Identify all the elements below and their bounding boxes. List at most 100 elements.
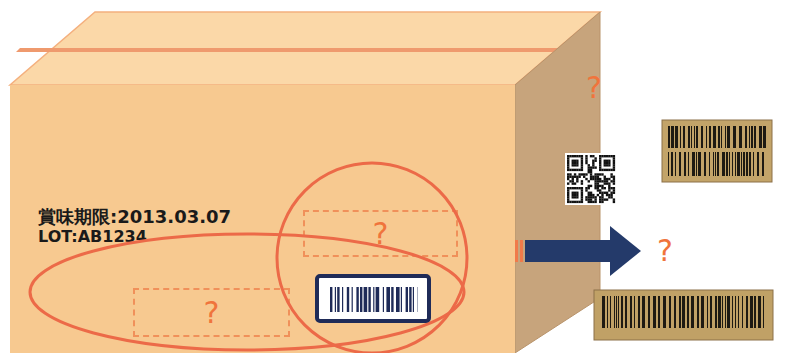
barcode-bar <box>409 287 411 312</box>
qr-module <box>585 187 587 189</box>
barcode-bar <box>687 296 689 328</box>
qr-module <box>576 192 578 194</box>
qr-module <box>606 192 608 194</box>
barcode-bar <box>718 296 721 328</box>
barcode-bar <box>749 126 750 148</box>
qr-module <box>590 171 592 173</box>
product-info: LOT:AB1234 <box>38 227 147 246</box>
barcode-bar <box>668 152 669 176</box>
qr-module <box>608 160 610 162</box>
qr-module <box>588 185 590 187</box>
qr-module <box>604 155 606 157</box>
qr-module <box>608 164 610 166</box>
barcode-bar <box>618 296 619 328</box>
barcode-bar <box>750 296 753 328</box>
barcode-bar <box>688 126 690 148</box>
qr-module <box>592 166 594 168</box>
qr-module <box>599 166 601 168</box>
qr-module <box>601 201 603 203</box>
qr-module <box>576 178 578 180</box>
qr-module <box>576 155 578 157</box>
qr-module <box>599 196 601 198</box>
qr-module <box>594 173 596 175</box>
barcode-bar <box>683 126 685 148</box>
barcode-image <box>594 290 773 340</box>
barcode-bar <box>757 152 759 176</box>
qr-module <box>567 189 569 191</box>
qr-module <box>601 187 603 189</box>
qr-module <box>610 155 612 157</box>
qr-module <box>613 176 615 178</box>
qr-module <box>567 169 569 171</box>
qr-module <box>606 194 608 196</box>
qr-module <box>567 198 569 200</box>
barcode-bar <box>610 296 611 328</box>
barcode-bar <box>745 126 747 148</box>
qr-module <box>567 178 569 180</box>
box-tape <box>16 48 560 52</box>
qr-module <box>572 176 574 178</box>
barcode-bar <box>330 287 332 312</box>
qr-module <box>572 162 574 164</box>
qr-module <box>592 155 594 157</box>
qr-module <box>578 169 580 171</box>
qr-module <box>574 160 576 162</box>
barcode-bar <box>663 296 666 328</box>
qr-module <box>601 180 603 182</box>
qr-module <box>590 178 592 180</box>
barcode-bar <box>680 126 681 148</box>
qr-module <box>597 194 599 196</box>
qr-module <box>599 198 601 200</box>
qr-module <box>567 182 569 184</box>
qr-module <box>590 169 592 171</box>
arrow-head <box>610 226 641 276</box>
qr-code <box>565 153 617 205</box>
qr-module <box>574 194 576 196</box>
qr-module <box>590 201 592 203</box>
qr-module <box>613 164 615 166</box>
qr-module <box>601 185 603 187</box>
qr-module <box>576 164 578 166</box>
barcode-bar <box>614 296 615 328</box>
barcode-bar <box>694 126 695 148</box>
barcode-bar <box>758 296 761 328</box>
barcode-bar <box>718 126 720 148</box>
qr-module <box>599 178 601 180</box>
qr-module <box>569 176 571 178</box>
qr-module <box>585 198 587 200</box>
qr-module <box>592 160 594 162</box>
qr-module <box>576 162 578 164</box>
qr-module <box>613 182 615 184</box>
qr-module <box>592 164 594 166</box>
qr-module <box>613 192 615 194</box>
qr-module <box>610 192 612 194</box>
barcode-bar <box>749 152 751 176</box>
barcode-bar <box>638 296 640 328</box>
qr-module <box>599 180 601 182</box>
qr-module <box>590 192 592 194</box>
qr-module <box>592 176 594 178</box>
qr-module <box>581 201 583 203</box>
qr-module <box>581 160 583 162</box>
qr-module <box>588 180 590 182</box>
qr-module <box>604 182 606 184</box>
barcode-bar <box>725 296 726 328</box>
qr-module <box>567 192 569 194</box>
qr-module <box>572 182 574 184</box>
qr-module <box>601 194 603 196</box>
barcode-bar <box>671 152 673 176</box>
qr-module <box>610 194 612 196</box>
qr-module <box>610 187 612 189</box>
qr-module <box>588 196 590 198</box>
barcode-bar <box>751 126 753 148</box>
qr-module <box>576 194 578 196</box>
qr-module <box>585 160 587 162</box>
barcode-bar <box>383 287 384 312</box>
qr-module <box>613 160 615 162</box>
qr-module <box>572 180 574 182</box>
qr-module <box>601 192 603 194</box>
barcode-bar <box>721 126 722 148</box>
qr-module <box>574 192 576 194</box>
barcode-bar <box>709 126 711 148</box>
qr-module <box>569 201 571 203</box>
